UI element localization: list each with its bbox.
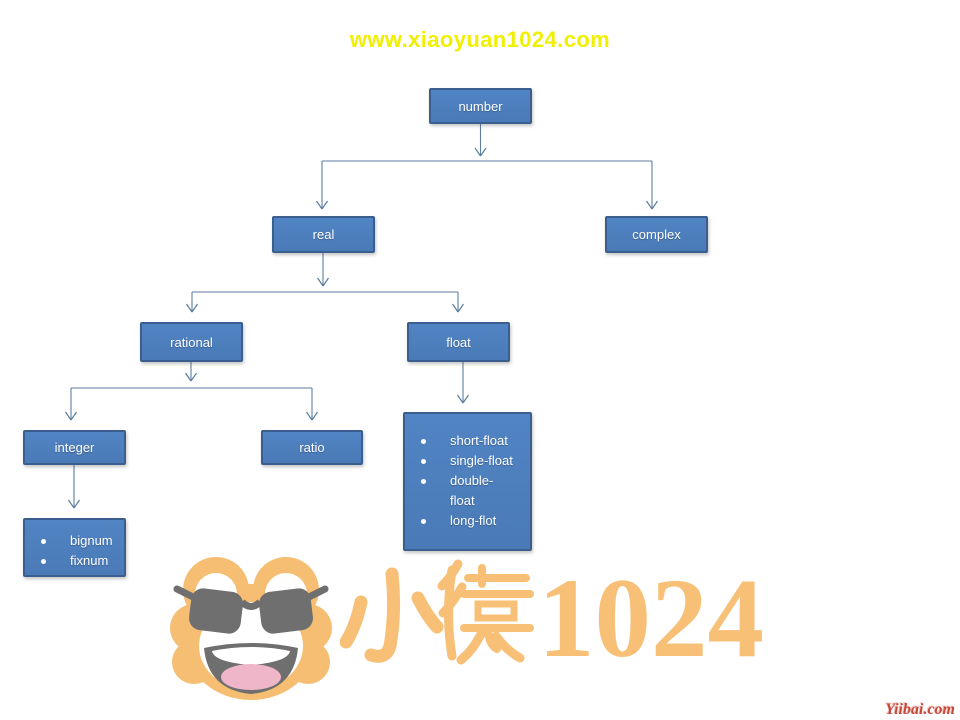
node-float-label: float: [446, 334, 471, 350]
list-item: double- float: [405, 471, 530, 511]
node-real: real: [272, 216, 375, 253]
bullet-icon: [421, 459, 426, 464]
node-rational: rational: [140, 322, 243, 362]
node-number: number: [429, 88, 532, 124]
node-ratio: ratio: [261, 430, 363, 465]
logo-char-xiao: [340, 567, 444, 663]
node-integer: integer: [23, 430, 126, 465]
list-item: bignum: [25, 531, 124, 551]
list-item: short-float: [405, 431, 530, 451]
bullet-icon: [41, 539, 46, 544]
node-ratio-label: ratio: [299, 440, 325, 455]
logo-digits: 1024: [538, 556, 764, 681]
node-complex-label: complex: [632, 227, 681, 242]
node-complex: complex: [605, 216, 708, 253]
monkey-sunglasses: [173, 585, 329, 634]
node-integer-subtypes: bignum fixnum: [23, 518, 126, 577]
bullet-icon: [41, 559, 46, 564]
monkey-logo-icon: [170, 557, 332, 700]
top-watermark: www.xiaoyuan1024.com: [349, 27, 611, 52]
logo-char-yuan: [437, 559, 534, 665]
node-rational-label: rational: [170, 334, 213, 350]
node-float-subtypes: short-float single-float double- float l…: [403, 412, 532, 551]
list-item: single-float: [405, 451, 530, 471]
list-item: long-flot: [405, 511, 530, 531]
bullet-icon: [421, 479, 426, 484]
integer-subtypes-list: bignum fixnum: [25, 531, 124, 571]
bullet-icon: [421, 439, 426, 444]
logo-cjk-text: [340, 559, 534, 665]
node-float: float: [407, 322, 510, 362]
node-integer-label: integer: [54, 440, 95, 455]
monkey-mouth: [204, 643, 298, 694]
bullet-icon: [421, 519, 426, 524]
bottom-watermark: Yiibai.com: [885, 701, 955, 718]
node-real-label: real: [312, 227, 335, 242]
node-number-label: number: [458, 98, 503, 114]
float-subtypes-list: short-float single-float double- float l…: [405, 431, 530, 531]
list-item: fixnum: [25, 551, 124, 571]
